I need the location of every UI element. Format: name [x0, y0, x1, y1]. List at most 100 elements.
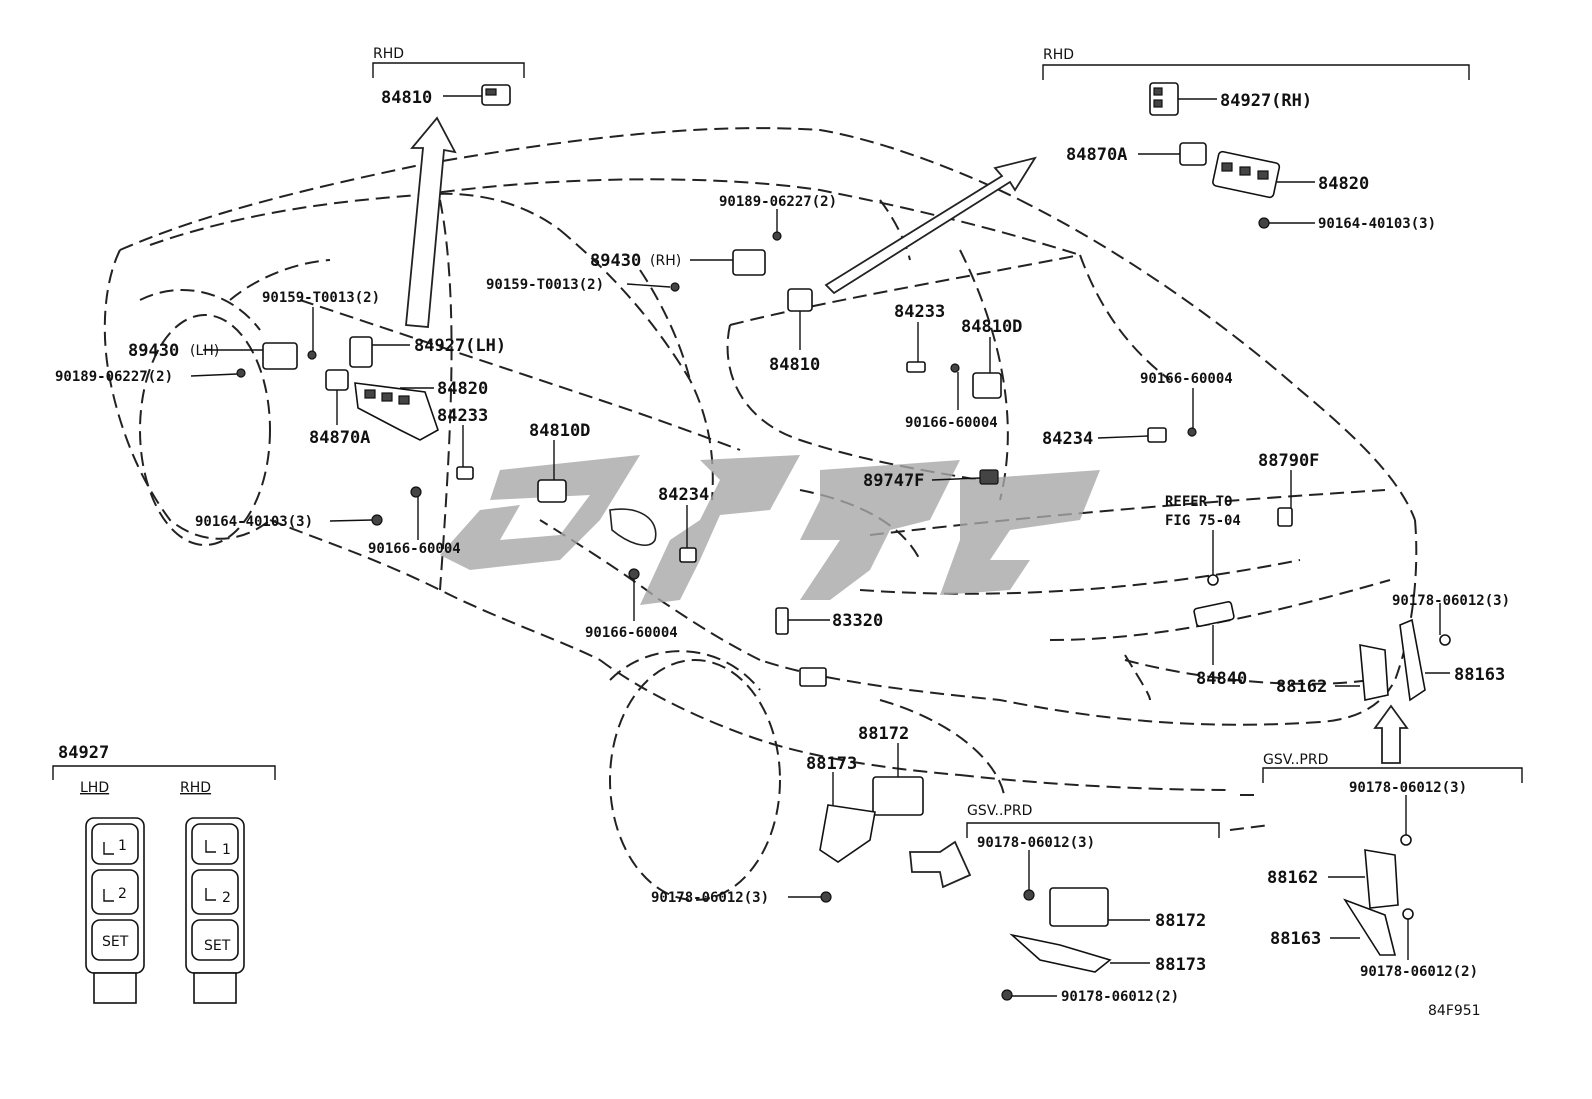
part-84234-mid-switch	[679, 547, 697, 563]
region-gsv-prd-right: GSV..PRD	[1263, 752, 1328, 768]
part-84233-mid-switch	[906, 361, 926, 373]
label-84820-top: 84820	[1318, 174, 1369, 194]
label-90189-left: 90189-06227(2)	[55, 369, 173, 385]
label-refer-fig: FIG 75-04	[1165, 513, 1241, 529]
part-84870a-left-switch	[325, 369, 349, 391]
label-84810d-right: 84810D	[961, 317, 1022, 337]
label-84810-mid: 84810	[769, 355, 820, 375]
region-rhd-top-right: RHD	[1043, 47, 1074, 63]
label-84870a-top: 84870A	[1066, 145, 1127, 165]
arrow-gsv-mid	[909, 840, 972, 889]
inset-lhd-label: LHD	[80, 780, 109, 796]
label-90164-top: 90164-40103(3)	[1318, 216, 1436, 232]
label-88172-mid: 88172	[858, 724, 909, 744]
region-gsv-prd-middle: GSV..PRD	[967, 803, 1032, 819]
part-84840-switch	[1193, 601, 1235, 627]
label-88163-gsv: 88163	[1270, 929, 1321, 949]
part-88790f-sensor	[1277, 507, 1293, 527]
label-89430-lh: 89430	[128, 341, 179, 361]
label-90178-gsv-mid-bottom: 90178-06012(2)	[1061, 989, 1179, 1005]
part-84927-lh-switch	[349, 336, 373, 368]
part-84810d-left-switch	[537, 479, 567, 503]
label-84234-mid: 84234	[658, 485, 709, 505]
label-88162-gsv: 88162	[1267, 868, 1318, 888]
label-84927-lh: 84927(LH)	[414, 336, 506, 356]
label-88163-right: 88163	[1454, 665, 1505, 685]
label-90166-left: 90166-60004	[368, 541, 461, 557]
label-88172-gsv: 88172	[1155, 911, 1206, 931]
label-84233-left: 84233	[437, 406, 488, 426]
pointer-arrows	[405, 116, 1409, 889]
label-90178-mid-bottom: 90178-06012(3)	[651, 890, 769, 906]
part-88162-gsv-bracket	[1364, 849, 1399, 909]
figure-code: 84F951	[1428, 1003, 1481, 1019]
inset-rhd-label: RHD	[180, 780, 211, 796]
inset-part-number: 84927	[58, 743, 109, 763]
seat-icon	[205, 888, 216, 901]
label-84870a-left: 84870A	[309, 428, 370, 448]
inset-lhd-btn-2: 2	[118, 886, 127, 902]
label-84234-right: 84234	[1042, 429, 1093, 449]
label-89747f: 89747F	[863, 471, 924, 491]
region-rhd-top-left: RHD	[373, 46, 404, 62]
label-84927-rh: 84927(RH)	[1220, 91, 1312, 111]
inset-lhd-switch: 1 2 SET	[85, 817, 145, 1004]
part-88173-gsv-bracket	[1009, 933, 1112, 973]
label-89430-rh-suffix: (RH)	[650, 253, 681, 269]
part-84234-right-switch	[1147, 427, 1167, 443]
arrow-gsv-right	[1373, 704, 1409, 764]
seat-icon	[205, 840, 216, 853]
label-90178-right-top: 90178-06012(3)	[1392, 593, 1510, 609]
label-90178-gsv-right-bottom: 90178-06012(2)	[1360, 964, 1478, 980]
inset-rhd-btn-1: 1	[222, 842, 231, 858]
watermark-logo	[440, 455, 1100, 605]
label-90178-gsv-right: 90178-06012(3)	[1349, 780, 1467, 796]
label-89430-rh: 89430	[590, 251, 641, 271]
label-88162-right: 88162	[1276, 677, 1327, 697]
label-90159-mid: 90159-T0013(2)	[486, 277, 604, 293]
parts	[236, 82, 1451, 1001]
part-84810d-right-switch	[972, 372, 1002, 399]
region-brackets	[52, 62, 1523, 838]
label-88173-gsv: 88173	[1155, 955, 1206, 975]
part-84233-left-switch	[456, 466, 474, 480]
label-88790f: 88790F	[1258, 451, 1319, 471]
inset-lhd-btn-set: SET	[102, 934, 129, 950]
seat-icon	[103, 889, 114, 902]
label-84810-top: 84810	[381, 88, 432, 108]
leader-lines	[190, 95, 1450, 997]
part-84870a-switch	[1179, 142, 1207, 166]
label-90166-bottom: 90166-60004	[585, 625, 678, 641]
inset-rhd-switch: 1 2 SET	[185, 817, 245, 1004]
part-89747f-module	[979, 469, 999, 485]
part-84820-left-master-switch	[354, 382, 439, 441]
label-84820-left: 84820	[437, 379, 488, 399]
label-90164-left: 90164-40103(3)	[195, 514, 313, 530]
part-90164-screw	[1258, 217, 1270, 229]
part-88163-gsv-bracket	[1343, 898, 1397, 956]
part-83320-switch	[775, 607, 789, 635]
label-refer-to: REFER TO	[1165, 494, 1232, 510]
label-90159-left: 90159-T0013(2)	[262, 290, 380, 306]
label-84810d-left: 84810D	[529, 421, 590, 441]
part-88173-mid-bracket	[819, 804, 876, 863]
inset-lhd-btn-1: 1	[118, 838, 127, 854]
seat-icon	[103, 842, 114, 855]
part-88172-gsv-module	[1049, 887, 1109, 927]
part-89430-rh-sensor	[732, 249, 766, 276]
label-84233-mid: 84233	[894, 302, 945, 322]
label-90189-mid: 90189-06227(2)	[719, 194, 837, 210]
label-90166-mid-right: 90166-60004	[905, 415, 998, 431]
inset-rhd-btn-set: SET	[204, 938, 231, 954]
label-83320: 83320	[832, 611, 883, 631]
label-90178-gsv-mid: 90178-06012(3)	[977, 835, 1095, 851]
label-90166-right: 90166-60004	[1140, 371, 1233, 387]
part-88162-right-bracket	[1359, 644, 1389, 701]
callout-labels: RHD RHD GSV..PRD GSV..PRD 84810 84927(RH…	[55, 46, 1510, 1005]
part-84810-mid-switch	[787, 288, 813, 312]
label-89430-lh-suffix: (LH)	[190, 343, 219, 359]
part-88172-mid-module	[872, 776, 924, 816]
inset-rhd-btn-2: 2	[222, 890, 231, 906]
inset-84927-detail: 84927 LHD RHD 1 2 SET 1 2 SET	[58, 743, 245, 1004]
label-84840: 84840	[1196, 669, 1247, 689]
